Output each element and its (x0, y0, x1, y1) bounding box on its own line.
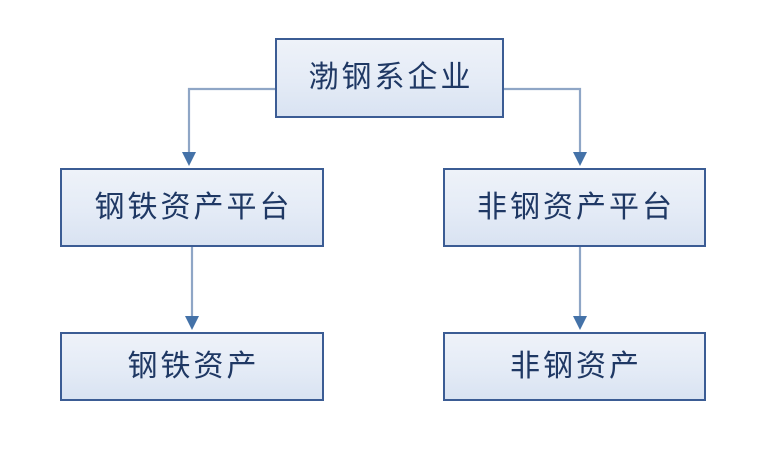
arrow-head-icon (573, 316, 587, 330)
node-nonsteel-platform-label: 非钢资产平台 (477, 189, 675, 225)
edge-steel-platform-to-steel-asset (185, 247, 199, 330)
arrow-head-icon (573, 152, 587, 166)
node-root-label: 渤钢系企业 (308, 60, 474, 95)
edge-root-to-nonsteel-platform (504, 87, 587, 166)
edge-root-to-steel-platform (182, 87, 275, 166)
node-steel-asset[interactable]: 钢铁资产 (60, 332, 324, 401)
arrow-head-icon (185, 316, 199, 330)
node-root[interactable]: 渤钢系企业 (275, 38, 504, 118)
node-nonsteel-asset-label: 非钢资产 (510, 348, 642, 384)
arrow-head-icon (182, 152, 196, 166)
node-steel-asset-label: 钢铁资产 (127, 348, 260, 384)
edge-line (504, 87, 582, 152)
node-steel-platform-label: 钢铁资产平台 (94, 189, 293, 225)
edge-line (187, 87, 275, 152)
node-nonsteel-asset[interactable]: 非钢资产 (443, 332, 706, 401)
node-nonsteel-platform[interactable]: 非钢资产平台 (443, 168, 706, 247)
node-steel-platform[interactable]: 钢铁资产平台 (60, 168, 324, 247)
edge-nonsteel-platform-to-nonsteel-asset (573, 247, 587, 330)
